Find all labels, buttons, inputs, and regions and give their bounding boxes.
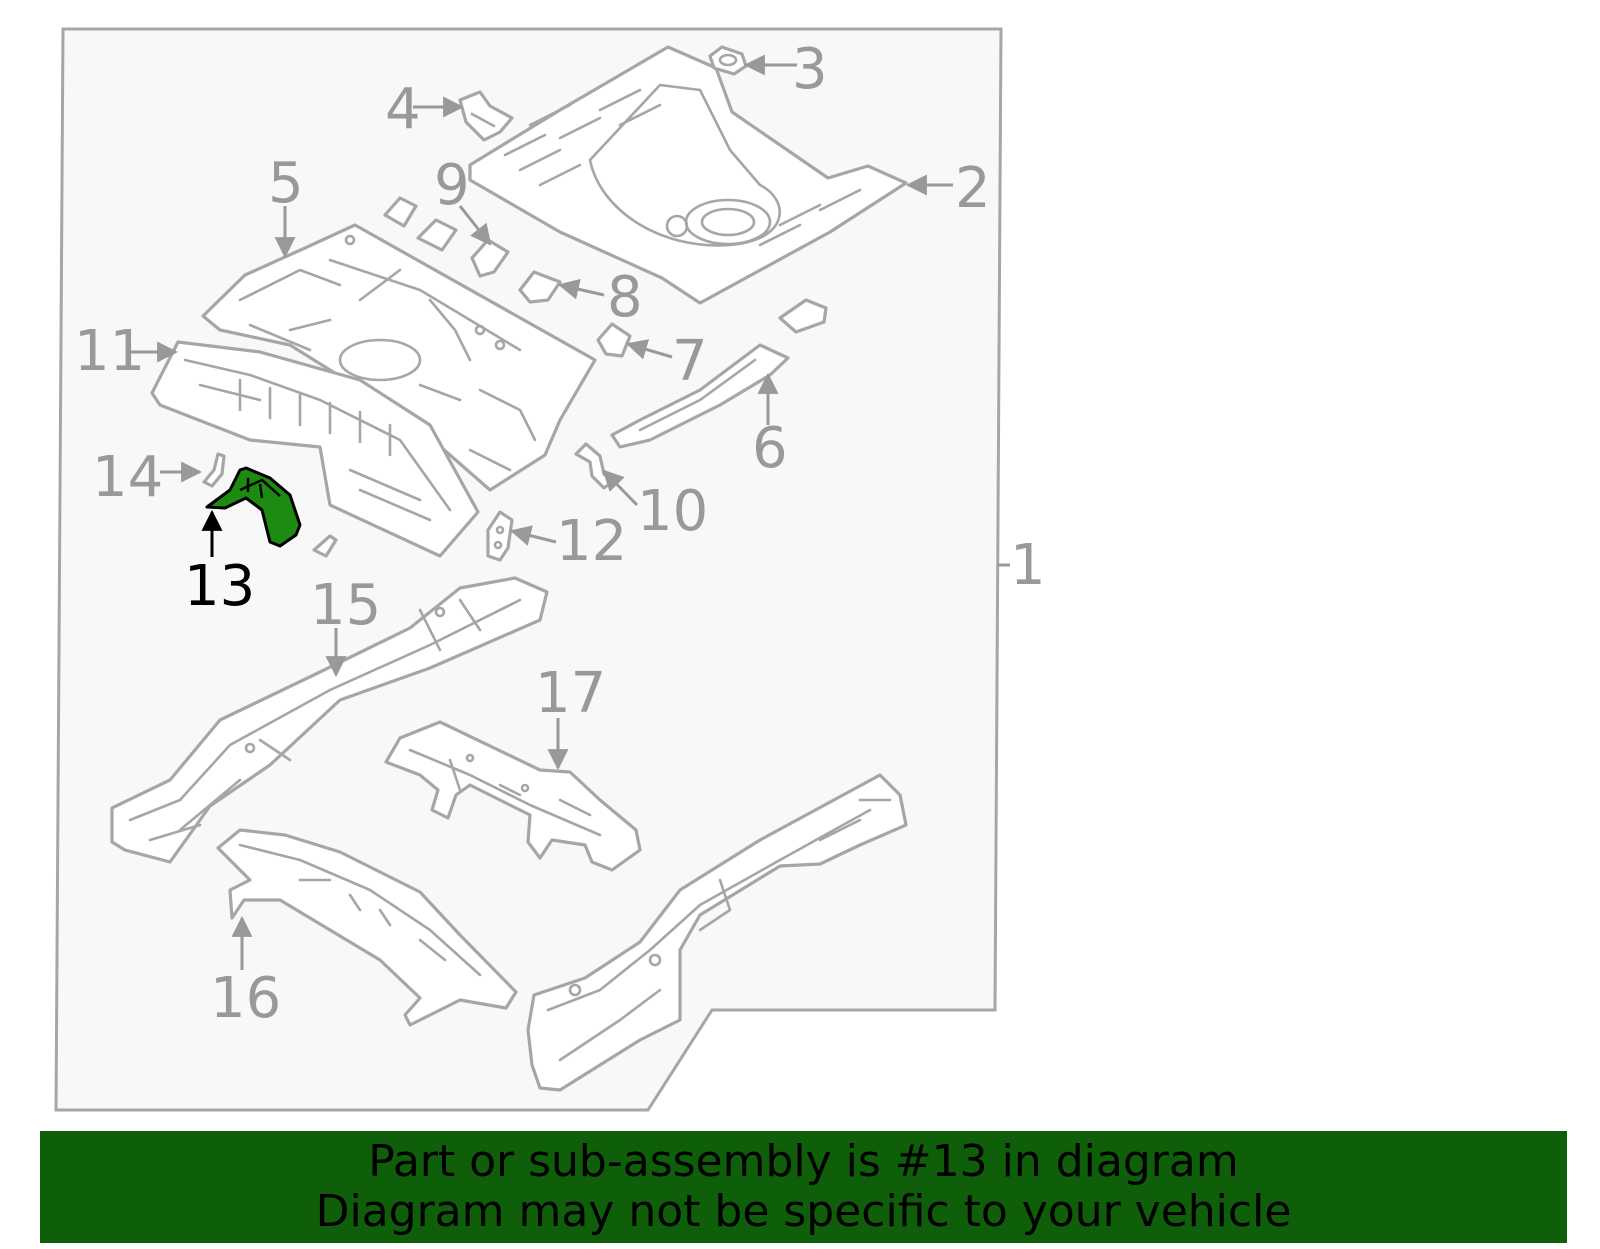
callout-4: 4 — [385, 77, 421, 142]
part-6-rail[interactable] — [610, 298, 828, 449]
part-small-clip[interactable] — [312, 534, 338, 558]
callout-labels: 1 2 3 4 5 6 7 8 9 10 11 12 13 14 15 16 1… — [74, 37, 1046, 1031]
leader-lines — [126, 54, 1010, 970]
callout-10: 10 — [637, 479, 708, 544]
info-banner: Part or sub-assembly is #13 in diagram D… — [40, 1131, 1567, 1243]
callout-14: 14 — [92, 445, 163, 510]
callout-3: 3 — [792, 37, 828, 102]
banner-line-part: Part or sub-assembly is #13 in diagram — [368, 1136, 1239, 1187]
part-12-bracket[interactable] — [486, 510, 514, 562]
callout-16: 16 — [210, 966, 281, 1031]
callout-11: 11 — [74, 319, 145, 384]
callout-9: 9 — [434, 153, 470, 218]
callout-2: 2 — [955, 156, 991, 221]
part-4-bracket[interactable] — [458, 90, 514, 142]
part-14-bracket[interactable] — [202, 452, 226, 488]
banner-line-disclaimer: Diagram may not be specific to your vehi… — [315, 1186, 1292, 1237]
callout-15: 15 — [310, 573, 381, 638]
callout-8: 8 — [607, 265, 643, 330]
part-16-lower-rail[interactable] — [216, 828, 518, 1027]
callout-17: 17 — [535, 661, 606, 726]
part-17-crossmember[interactable] — [384, 720, 642, 872]
callout-12: 12 — [556, 509, 627, 574]
part-15-side-member[interactable] — [110, 576, 549, 864]
callout-6: 6 — [752, 416, 788, 481]
part-11-crossmember[interactable] — [150, 340, 480, 558]
part-right-side-member[interactable] — [526, 773, 908, 1092]
callout-7: 7 — [672, 329, 708, 394]
part-8-bracket[interactable] — [518, 270, 562, 304]
callout-1: 1 — [1010, 533, 1046, 598]
part-13-highlighted[interactable] — [205, 466, 302, 548]
callout-13: 13 — [184, 554, 255, 619]
callout-5: 5 — [268, 151, 304, 216]
part-2-rear-floor-pan[interactable] — [468, 45, 908, 305]
